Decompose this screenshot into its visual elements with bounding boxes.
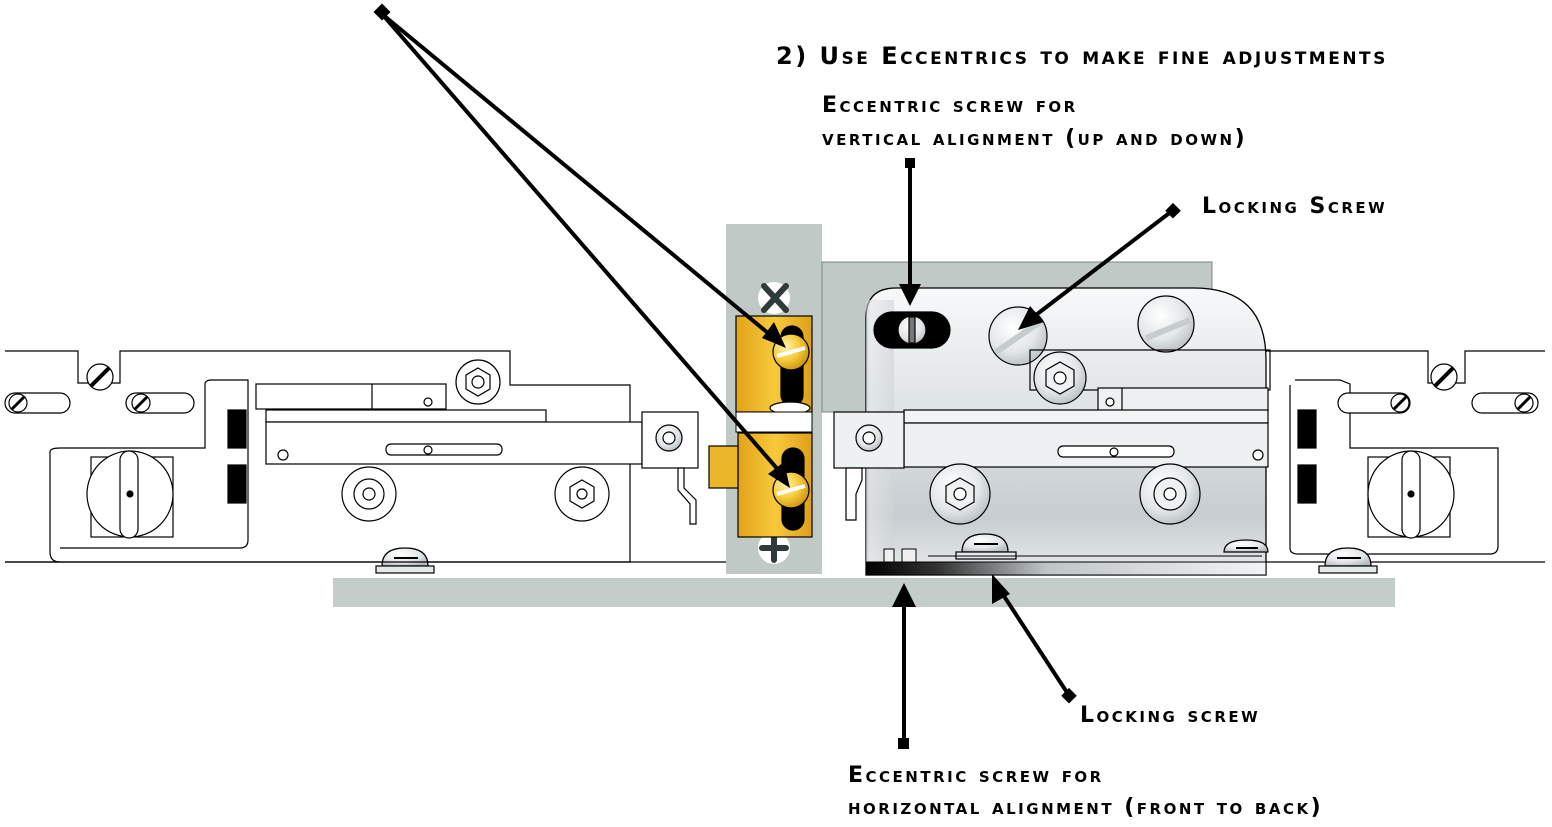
eccentric-screw-vertical (873, 311, 951, 349)
left-knob (86, 409, 247, 539)
vertical-eccentric-label-line2: vertical alignment (up and down) (822, 126, 1248, 151)
pointer-to-brass-bottom (380, 12, 782, 474)
right-slider-arm (833, 387, 1269, 521)
pointer-locking-top (1030, 209, 1174, 320)
vertical-eccentric-label-line1: Eccentric screw for (822, 93, 1078, 118)
base-plate (333, 578, 1395, 607)
left-slider-arm (255, 383, 699, 525)
bracket-hex-bolt (1029, 349, 1271, 405)
locking-screw-top-b (1137, 295, 1195, 353)
pointer-to-brass-top (380, 12, 776, 340)
horizontal-eccentric-label-line2: horizontal alignment (front to back) (848, 795, 1324, 820)
arrowhead-brass-top (762, 322, 786, 348)
locking-screw-bottom-label: Locking screw (1080, 703, 1261, 728)
right-rail-screws (1337, 363, 1539, 414)
gap-bar (735, 411, 813, 433)
arrowhead-locking-bottom (992, 574, 1010, 604)
right-knob (1297, 409, 1455, 539)
pointer-locking-bottom (998, 588, 1070, 696)
phillips-screw-bottom (758, 532, 790, 564)
pointer-lines (373, 3, 1181, 749)
step2-heading: 2) Use Eccentrics to make fine adjustmen… (776, 42, 1388, 70)
phillips-screw-top (758, 282, 790, 314)
horizontal-eccentric-label-line1: Eccentric screw for (848, 763, 1104, 788)
eccentric-screw-horizontal (865, 548, 1267, 576)
arrowhead-brass-bottom (768, 462, 790, 488)
arrowhead-locking-top (1018, 306, 1044, 330)
left-lower-fasteners (341, 466, 610, 522)
arrowhead-vertical (899, 284, 921, 306)
locking-screw-top-label: Locking Screw (1202, 194, 1388, 219)
left-rail-screws (4, 359, 501, 414)
arrowhead-horizontal (892, 583, 916, 607)
bracket-lower-fasteners (929, 463, 1201, 525)
